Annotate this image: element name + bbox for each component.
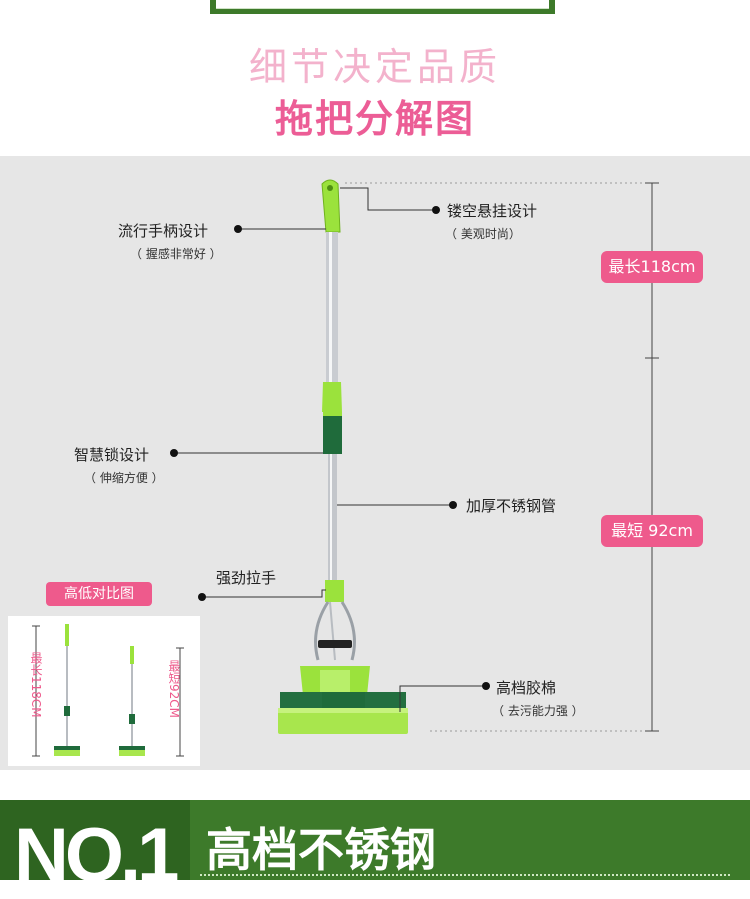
callout-tube-title: 加厚不锈钢管 <box>466 497 557 515</box>
callout-hanging-note: （ 美观时尚） <box>445 227 521 241</box>
callout-lock-title: 智慧锁设计 <box>74 446 150 464</box>
feature-number-block: NO.1 <box>0 800 190 898</box>
callout-puller-title: 强劲拉手 <box>216 569 277 587</box>
callout-sponge-title: 高档胶棉 <box>496 679 557 697</box>
callout-handle-title: 流行手柄设计 <box>118 222 209 240</box>
top-banner <box>210 0 555 14</box>
feature-number: NO.1 <box>14 813 179 898</box>
feature-banner: NO.1 高档不锈钢 <box>0 800 750 898</box>
top-banner-inner <box>216 0 549 9</box>
callout-handle-note: （ 握感非常好 ） <box>130 247 222 261</box>
comparison-illustration <box>32 624 184 757</box>
comparison-tall-label: 最长118CM <box>29 652 43 718</box>
comparison-title-badge: 高低对比图 <box>46 582 152 606</box>
callout-hanging-title: 镂空悬挂设计 <box>447 202 538 220</box>
min-length-badge: 最短 92cm <box>601 515 703 547</box>
callout-lock-note: （ 伸缩方便 ） <box>84 471 164 485</box>
max-length-badge: 最长118cm <box>601 251 703 283</box>
headline-exploded-view: 拖把分解图 <box>274 97 475 141</box>
comparison-inset: 最长118CM 最短92CM <box>8 616 200 766</box>
feature-title: 高档不锈钢 <box>206 823 436 877</box>
callout-sponge-note: （ 去污能力强 ） <box>492 704 584 718</box>
headline-quality: 细节决定品质 <box>248 45 501 89</box>
comparison-short-label: 最短92CM <box>167 660 181 719</box>
feature-divider <box>200 874 730 882</box>
